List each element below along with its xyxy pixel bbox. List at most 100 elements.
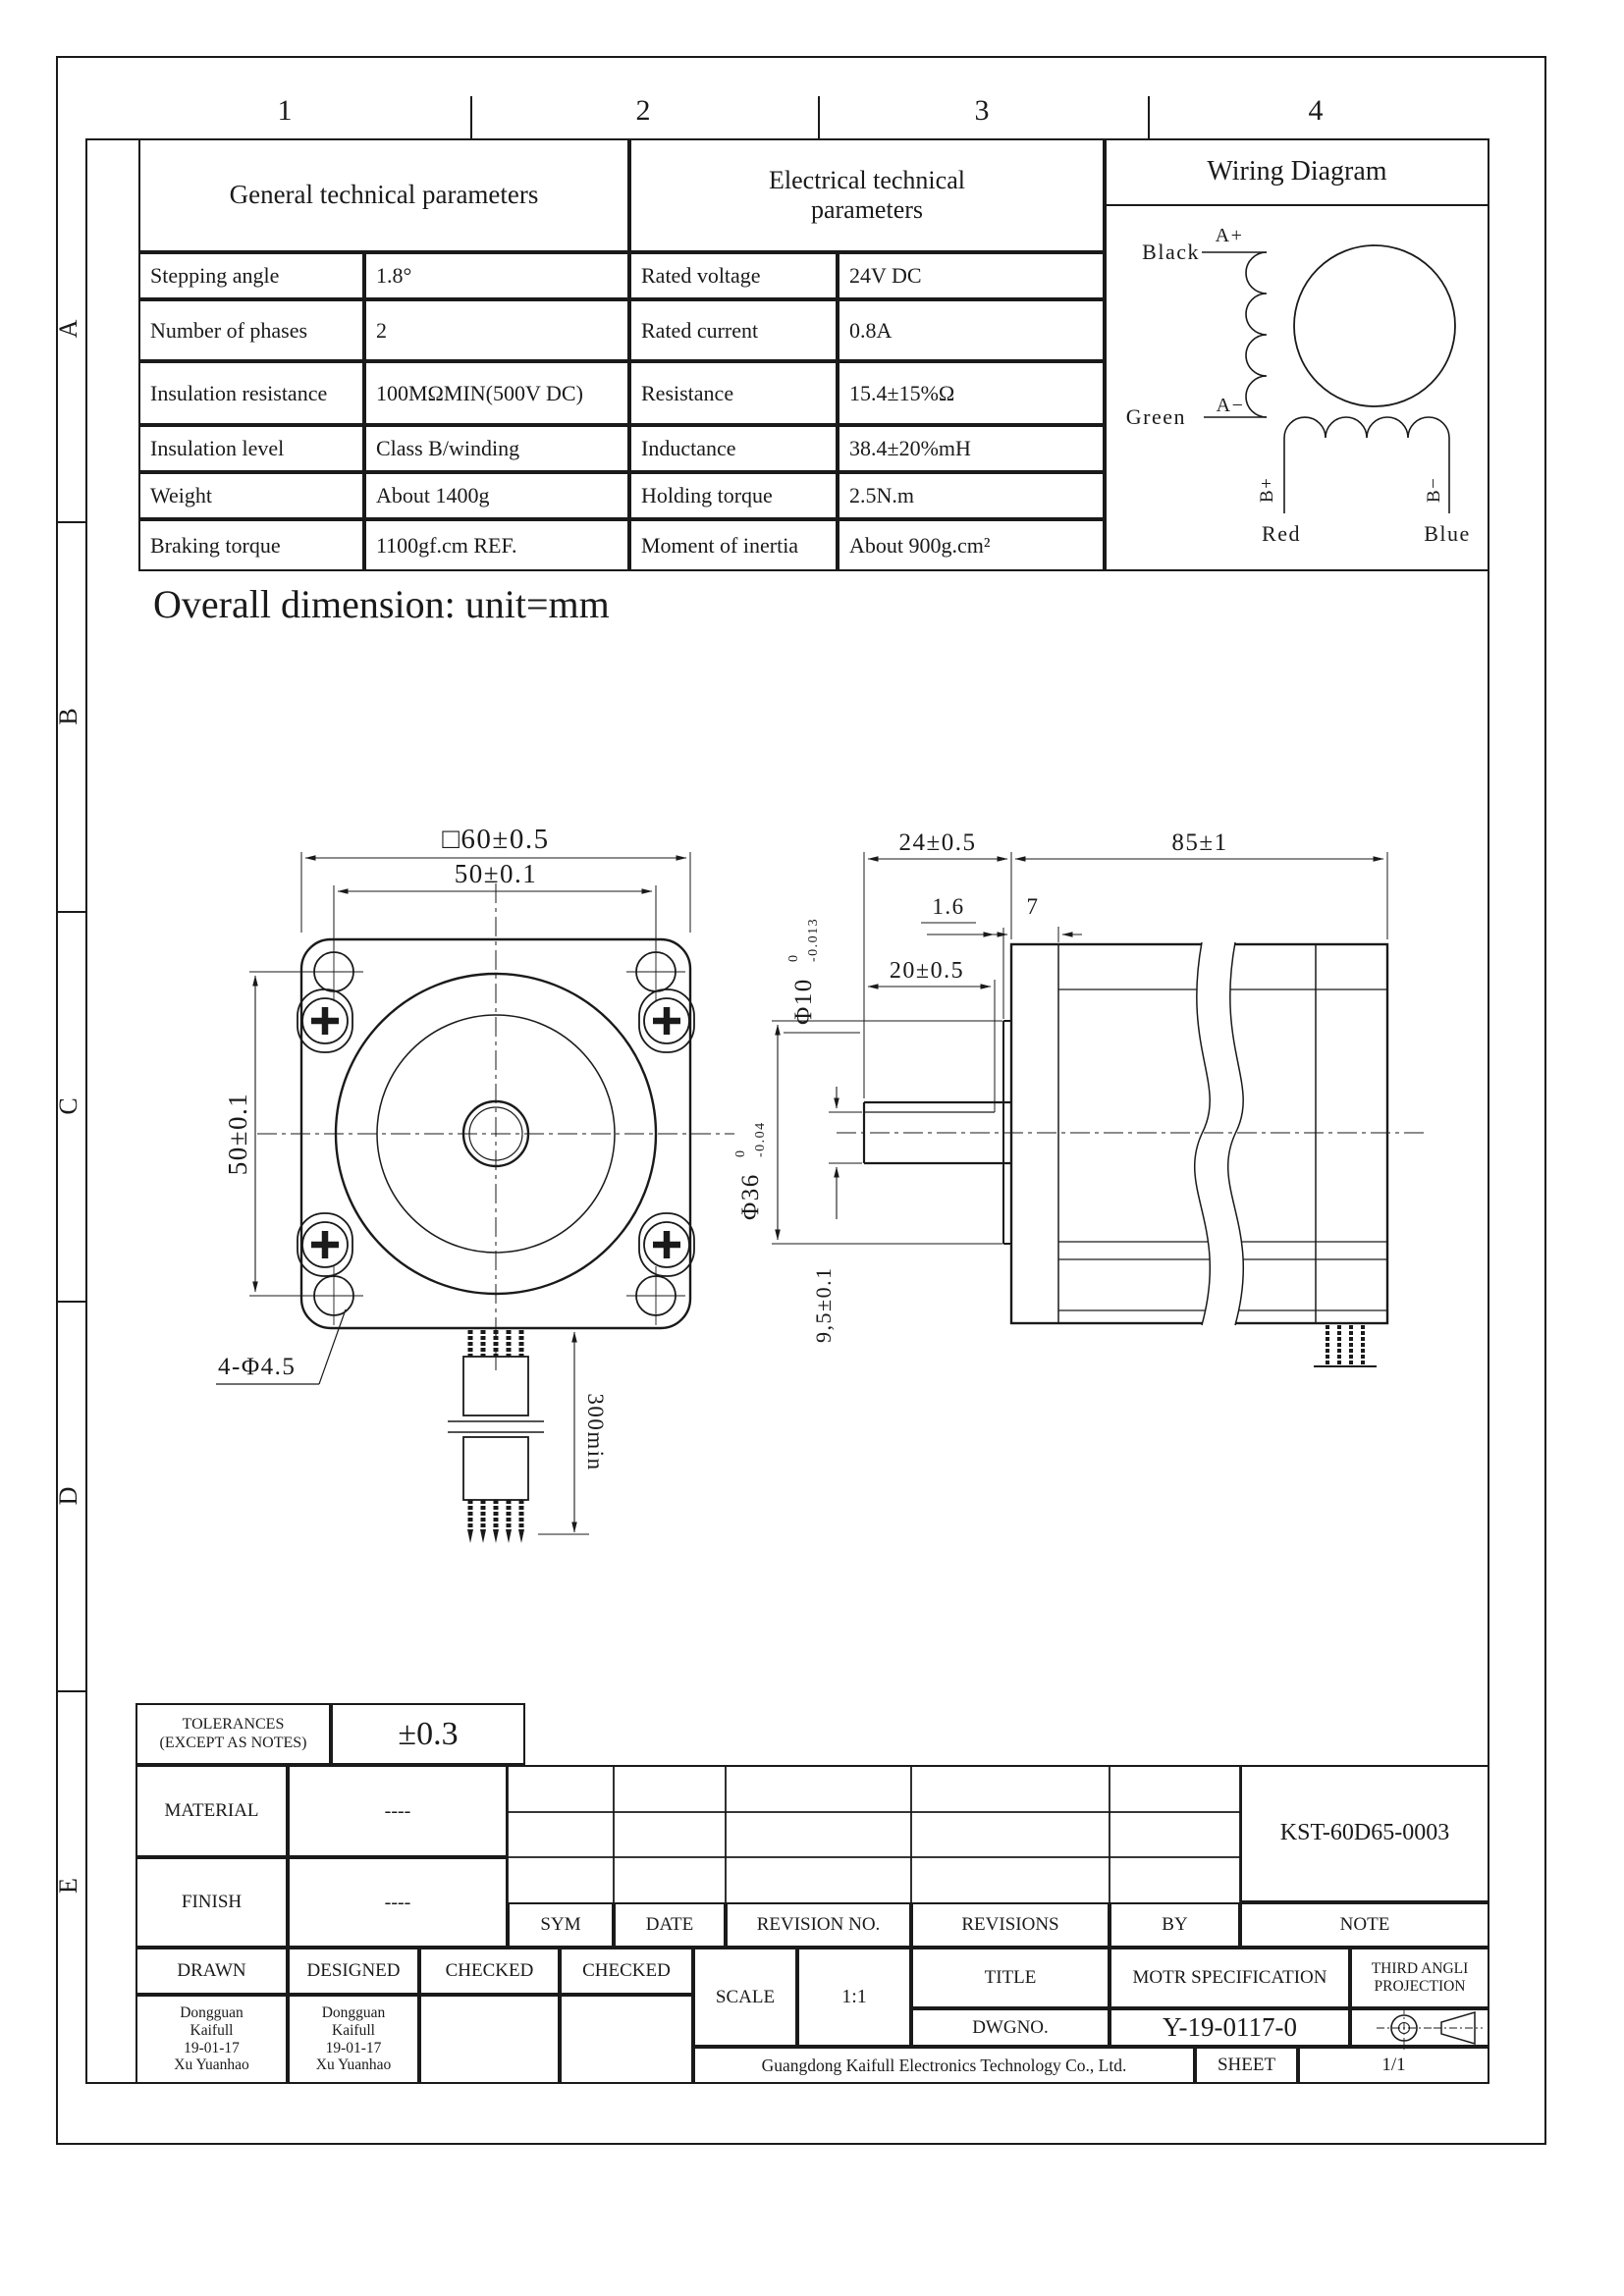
phase-b-minus-label: B− bbox=[1424, 477, 1444, 503]
dwgno-value: Y-19-0117-0 bbox=[1110, 2008, 1350, 2047]
tolerance-label-cell: TOLERANCES (EXCEPT AS NOTES) bbox=[135, 1703, 331, 1765]
general-value: 2 bbox=[364, 299, 629, 361]
electrical-title-line1: Electrical technical bbox=[769, 166, 965, 195]
electrical-title-line2: parameters bbox=[810, 195, 924, 224]
dim-shaft-dia: Φ10 bbox=[790, 978, 817, 1025]
dim-plate-width: 7 bbox=[1027, 894, 1040, 919]
title-label: TITLE bbox=[911, 1948, 1110, 2008]
dim-shaft-dia-sub: -0.013 bbox=[806, 918, 821, 962]
electrical-value: 38.4±20%mH bbox=[838, 425, 1105, 472]
motor-body bbox=[1009, 942, 1389, 1325]
designed-header: DESIGNED bbox=[288, 1948, 419, 1995]
general-value: 100MΩMIN(500V DC) bbox=[364, 361, 629, 425]
coil-b bbox=[1283, 416, 1450, 513]
projection-symbol-cell bbox=[1350, 2008, 1489, 2047]
general-label: Weight bbox=[138, 472, 364, 519]
electrical-label: Moment of inertia bbox=[629, 519, 838, 571]
dim-boss-dia-sup: 0 bbox=[733, 1149, 748, 1158]
sheet-label: SHEET bbox=[1195, 2047, 1298, 2084]
wiring-diagram: Black A+ Green A− B+ B− Red Blue bbox=[1126, 225, 1471, 546]
dim-hole-pitch-h: 50±0.1 bbox=[455, 859, 538, 888]
scale-label: SCALE bbox=[693, 1948, 797, 2047]
front-view: □60±0.5 50±0.1 50±0.1 4-Φ4.5 bbox=[216, 824, 734, 1543]
dim-body-length: 85±1 bbox=[1171, 829, 1227, 856]
material-label: MATERIAL bbox=[135, 1765, 288, 1857]
electrical-table-header: Electrical technical parameters bbox=[629, 138, 1105, 252]
dim-boss-dia: Φ36 bbox=[737, 1173, 764, 1220]
general-label: Number of phases bbox=[138, 299, 364, 361]
wire-green-label: Green bbox=[1126, 404, 1186, 429]
checked1-header: CHECKED bbox=[419, 1948, 560, 1995]
scale-value: 1:1 bbox=[797, 1948, 911, 2047]
designed-line: 19-01-17 bbox=[325, 2039, 382, 2056]
general-label: Insulation level bbox=[138, 425, 364, 472]
wire-red-label: Red bbox=[1262, 521, 1301, 546]
side-view: 24±0.5 85±1 1.6 7 20±0.5 Φ10 0 -0.013 Φ3 bbox=[733, 829, 1429, 1367]
dim-boss-dia-sub: -0.04 bbox=[753, 1121, 768, 1157]
phase-a-minus-label: A− bbox=[1217, 395, 1245, 416]
electrical-label: Inductance bbox=[629, 425, 838, 472]
drawn-value: Dongguan Kaifull 19-01-17 Xu Yuanhao bbox=[135, 1995, 288, 2084]
tolerance-line1: TOLERANCES bbox=[182, 1716, 285, 1734]
outer-border bbox=[56, 56, 1546, 2145]
front-lead-wires bbox=[448, 1330, 544, 1543]
drawn-line: Dongguan bbox=[180, 2003, 244, 2021]
electrical-label: Rated voltage bbox=[629, 252, 838, 299]
part-number-cell: KST-60D65-0003 bbox=[1240, 1765, 1489, 1902]
wire-blue-label: Blue bbox=[1424, 521, 1471, 546]
zone-col-2: 2 bbox=[635, 94, 651, 127]
title-value: MOTR SPECIFICATION bbox=[1110, 1948, 1350, 2008]
checked2-value bbox=[560, 1995, 693, 2084]
general-label: Braking torque bbox=[138, 519, 364, 571]
sheet-value: 1/1 bbox=[1298, 2047, 1489, 2084]
general-value: 1.8° bbox=[364, 252, 629, 299]
note-header: NOTE bbox=[1240, 1902, 1489, 1948]
date-header: DATE bbox=[614, 1902, 726, 1948]
electrical-value: 15.4±15%Ω bbox=[838, 361, 1105, 425]
dim-lead-length: 300min bbox=[583, 1393, 608, 1470]
electrical-value: 2.5N.m bbox=[838, 472, 1105, 519]
electrical-value: About 900g.cm² bbox=[838, 519, 1105, 571]
general-value: Class B/winding bbox=[364, 425, 629, 472]
designed-line: Dongguan bbox=[321, 2003, 386, 2021]
projection-symbol-icon bbox=[1377, 2006, 1483, 2050]
zone-col-1: 1 bbox=[277, 94, 293, 127]
material-value: ---- bbox=[288, 1765, 508, 1857]
drawn-header: DRAWN bbox=[135, 1948, 288, 1995]
by-header: BY bbox=[1110, 1902, 1240, 1948]
wiring-diagram-title: Wiring Diagram bbox=[1105, 138, 1489, 206]
projection-label: THIRD ANGLI PROJECTION bbox=[1350, 1948, 1489, 2008]
electrical-value: 0.8A bbox=[838, 299, 1105, 361]
checked2-header: CHECKED bbox=[560, 1948, 693, 1995]
dwgno-label: DWGNO. bbox=[911, 2008, 1110, 2047]
general-value: 1100gf.cm REF. bbox=[364, 519, 629, 571]
projection-line2: PROJECTION bbox=[1374, 1978, 1466, 1995]
dim-front-width: □60±0.5 bbox=[442, 824, 549, 855]
revision-grid bbox=[507, 1765, 1241, 1902]
electrical-value: 24V DC bbox=[838, 252, 1105, 299]
dim-shaft-ext: 24±0.5 bbox=[899, 829, 977, 856]
phase-b-plus-label: B+ bbox=[1257, 477, 1277, 503]
designed-value: Dongguan Kaifull 19-01-17 Xu Yuanhao bbox=[288, 1995, 419, 2084]
electrical-label: Rated current bbox=[629, 299, 838, 361]
drawn-line: Xu Yuanhao bbox=[174, 2056, 249, 2074]
designed-line: Xu Yuanhao bbox=[315, 2056, 392, 2074]
sym-header: SYM bbox=[508, 1902, 614, 1948]
dim-hole-pitch-v: 50±0.1 bbox=[223, 1093, 252, 1176]
zone-col-3: 3 bbox=[974, 94, 990, 127]
general-label: Stepping angle bbox=[138, 252, 364, 299]
drawn-line: Kaifull bbox=[189, 2021, 234, 2039]
dim-shaft-dia-sup: 0 bbox=[786, 954, 801, 963]
electrical-label: Resistance bbox=[629, 361, 838, 425]
zone-ticks bbox=[56, 96, 1150, 1692]
general-value: About 1400g bbox=[364, 472, 629, 519]
dim-holes-note: 4-Φ4.5 bbox=[218, 1354, 296, 1380]
general-label: Insulation resistance bbox=[138, 361, 364, 425]
wire-black-label: Black bbox=[1142, 240, 1200, 264]
company-cell: Guangdong Kaifull Electronics Technology… bbox=[693, 2047, 1195, 2084]
finish-label: FINISH bbox=[135, 1857, 288, 1948]
motor-circle bbox=[1293, 244, 1456, 407]
general-table-header: General technical parameters bbox=[138, 138, 629, 252]
